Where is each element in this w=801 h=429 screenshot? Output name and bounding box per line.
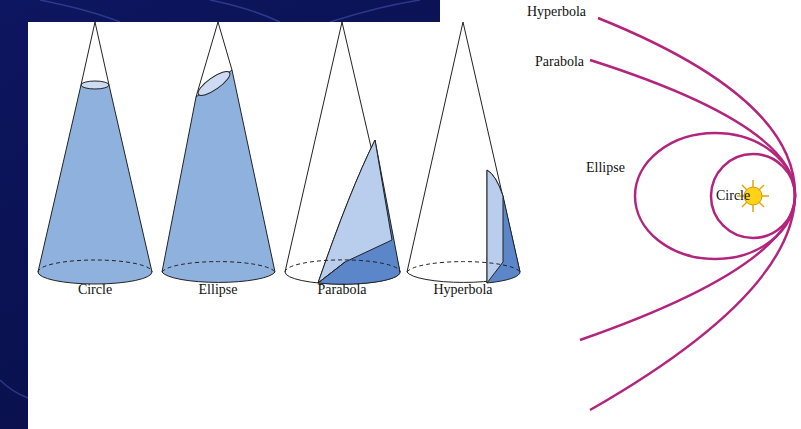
cone-label: Ellipse [199,282,238,298]
cone-parabola [285,22,400,284]
cone-label: Circle [78,282,112,298]
cone-hyperbola [407,22,520,283]
cone-label: Hyperbola [433,282,492,298]
cone-circle [38,22,152,284]
cone-ellipse [162,22,275,282]
cone-label: Parabola [318,282,367,298]
orbit-label: Circle [716,188,750,204]
orbit-label: Parabola [535,54,584,70]
orbit-curves [580,18,795,410]
orbit-label: Ellipse [586,160,625,176]
orbit-label: Hyperbola [527,4,586,20]
